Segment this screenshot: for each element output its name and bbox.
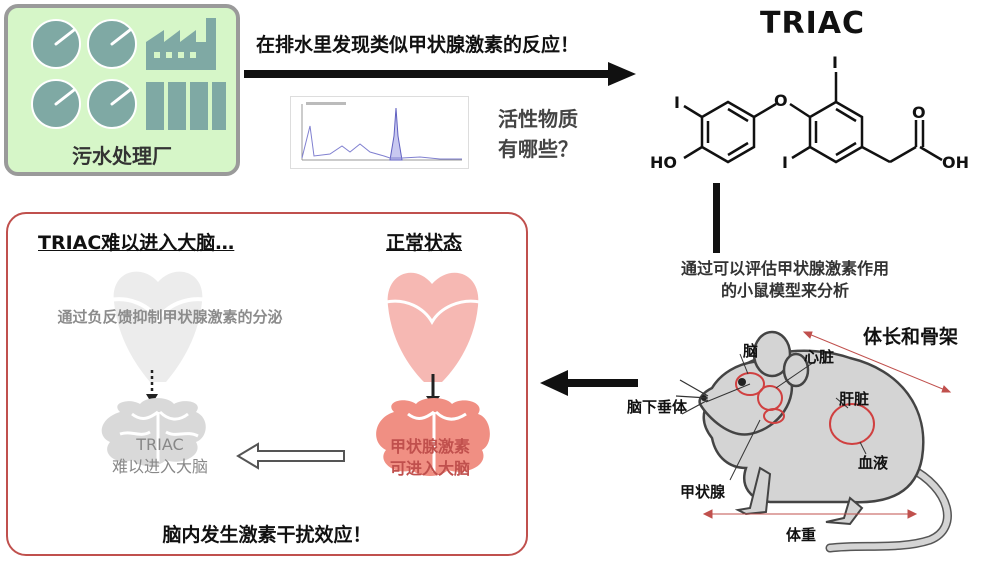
plant-label: 污水处理厂: [72, 144, 172, 168]
triac-structure: I O I I HO O OH: [650, 53, 969, 172]
atom-oxygen-ether: O: [774, 91, 788, 110]
triac-brain-line-1: TRIAC: [136, 435, 184, 454]
model-line-2: 的小鼠模型来分析: [720, 281, 849, 300]
enter-brain-line-1: 甲状腺激素: [389, 437, 470, 456]
comparison-box: [6, 212, 528, 556]
label-brain: 脑: [743, 342, 759, 360]
triac-brain-line-2: 难以进入大脑: [111, 457, 208, 476]
label-body-weight: 体重: [786, 526, 817, 544]
negative-feedback-text: 通过负反馈抑制甲状腺激素的分泌: [57, 308, 283, 326]
atom-hydroxyl: HO: [650, 153, 677, 172]
active-substance-question: 活性物质 有哪些？: [498, 104, 578, 164]
atom-oxygen-carbonyl: O: [912, 103, 926, 122]
label-pituitary: 脑下垂体: [627, 398, 688, 416]
atom-iodine-c: I: [782, 153, 788, 172]
pink-thyroid-brain-icon: [376, 272, 490, 476]
label-liver: 肝脏: [839, 390, 870, 408]
atom-iodine-b: I: [832, 53, 838, 72]
triac-condition-heading: TRIAC难以进入大脑…: [38, 232, 235, 254]
mouse-illustration: [675, 330, 952, 553]
normal-condition-heading: 正常状态: [386, 232, 463, 254]
label-thyroid: 甲状腺: [680, 483, 726, 501]
grey-thyroid-brain-icon: [101, 271, 209, 466]
body-length-skeleton-label: 体长和骨架: [863, 326, 959, 348]
discovery-message: 在排水里发现类似甲状腺激素的反应！: [256, 34, 580, 56]
question-line-1: 活性物质: [498, 107, 578, 131]
atom-iodine-a: I: [674, 93, 680, 112]
model-line-1: 通过可以评估甲状腺激素作用: [680, 259, 889, 278]
atom-acid-oh: OH: [942, 153, 969, 172]
label-blood: 血液: [858, 454, 889, 472]
left-arrow-icon: [540, 370, 638, 396]
sewage-plant-panel: 污水处理厂: [4, 4, 240, 176]
label-heart: 心脏: [804, 348, 835, 366]
hormone-brain-entry-text: 甲状腺激素 可进入大脑: [360, 436, 500, 480]
chromatogram-thumbnail: [290, 96, 469, 169]
question-line-2: 有哪些？: [498, 137, 578, 161]
enter-brain-line-2: 可进入大脑: [389, 459, 470, 478]
vertical-connector: [713, 183, 720, 253]
triac-title: TRIAC: [760, 6, 865, 41]
mouse-model-text: 通过可以评估甲状腺激素作用 的小鼠模型来分析: [620, 258, 950, 302]
right-arrow-icon: [244, 62, 636, 86]
triac-brain-entry-text: TRIAC 难以进入大脑: [60, 434, 260, 478]
plant-icon: [31, 18, 226, 130]
hollow-left-arrow-icon: [236, 442, 345, 470]
disruption-effect-conclusion: 脑内发生激素干扰效应！: [162, 524, 372, 546]
